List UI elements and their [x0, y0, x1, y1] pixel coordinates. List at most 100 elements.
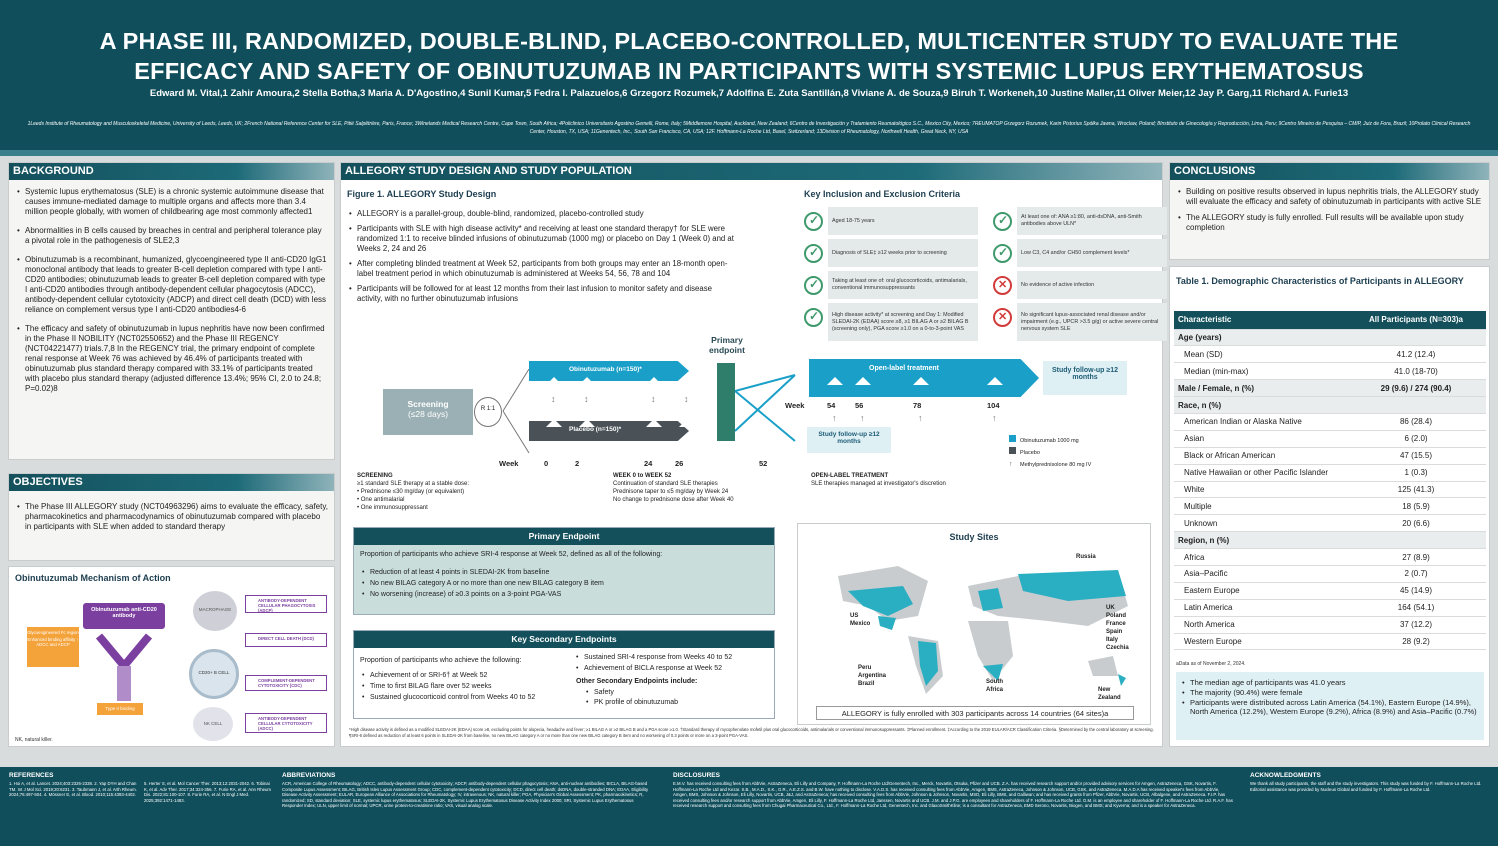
week-label-1: Week [499, 459, 519, 468]
list-item: Reduction of at least 4 points in SLEDAI… [362, 568, 768, 577]
check-icon [804, 276, 823, 295]
week-tick: 26 [675, 459, 684, 468]
check-icon [804, 308, 823, 327]
check-icon [993, 244, 1012, 263]
criterion-item: No evidence of active infection [1017, 271, 1167, 299]
demographics-section: Table 1. Demographic Characteristics of … [1169, 266, 1490, 747]
randomization-circle: R 1:1 [474, 397, 502, 427]
primary-endpoint-heading: Primary Endpoint [354, 528, 774, 545]
screening-box: Screening(≤28 days) [383, 389, 473, 435]
steroid-marker: ↕ [684, 394, 689, 404]
row-value: 164 (54.1) [1346, 599, 1486, 617]
poster-footer: REFERENCES 1. Hoi A, et al. Lancet. 2024… [0, 767, 1498, 846]
criterion-item: Low C3, C4 and/or CH50 complement levels… [1017, 239, 1167, 267]
row-value [1346, 396, 1486, 414]
list-item: The efficacy and safety of obinutuzumab … [17, 324, 328, 394]
steroid-marker: ↑ [918, 413, 923, 423]
row-label: Unknown [1174, 514, 1346, 533]
table-footnote: aData as of November 2, 2024. [1176, 661, 1246, 667]
secondary-heading: Key Secondary Endpoints [354, 631, 774, 648]
check-icon [993, 212, 1012, 231]
steroid-marker: ↑ [992, 413, 997, 423]
acknowledgments-text: We thank all study participants, the sta… [1250, 781, 1482, 792]
table-row: Native Hawaiian or other Pacific Islande… [1174, 464, 1486, 482]
list-item: Participants will be followed for at lea… [349, 284, 739, 304]
table-row: Race, n (%) [1174, 396, 1486, 414]
row-value: 28 (9.2) [1346, 633, 1486, 651]
table-summary: The median age of participants was 41.0 … [1176, 672, 1484, 740]
objectives-text: The Phase III ALLEGORY study (NCT0496329… [17, 502, 328, 532]
bcell-icon: CD20+ B CELL [189, 649, 239, 699]
dcd-label: DIRECT CELL DEATH (DCD) [245, 633, 327, 647]
row-value: 45 (14.9) [1346, 582, 1486, 600]
week-tick: 0 [544, 459, 549, 468]
criterion-item: Taking at least one of: oral glucocortic… [828, 271, 978, 299]
infusion-marker [827, 377, 843, 385]
authors: Edward M. Vital,1 Zahir Amoura,2 Stella … [149, 88, 1349, 99]
row-label: Africa [1174, 548, 1346, 566]
list-item: Abnormalities in B cells caused by breac… [17, 226, 328, 246]
secondary-intro: Proportion of participants who achieve t… [360, 657, 522, 664]
steroid-marker: ↑ [860, 413, 865, 423]
followup-box-1: Study follow-up ≥12 months [1043, 361, 1127, 395]
disclosures-heading: DISCLOSURES [673, 772, 720, 779]
secondary-endpoints-box: Key Secondary Endpoints Proportion of pa… [353, 630, 775, 719]
week-tick: 2 [575, 459, 580, 468]
adcc-label: ANTIBODY-DEPENDENT CELLULAR CYTOTOXICITY… [245, 713, 327, 733]
column-header: Characteristic [1174, 311, 1346, 330]
steroid-marker: ↕ [551, 394, 556, 404]
design-footnote: *High disease activity is defined as a m… [349, 727, 1154, 738]
week-label-2: Week [785, 401, 805, 410]
acknowledgments-heading: ACKNOWLEDGMENTS [1250, 772, 1321, 779]
abbreviations-heading: ABBREVIATIONS [282, 772, 336, 779]
adcp-label: ANTIBODY-DEPENDENT CELLULAR PHAGOCYTOSIS… [245, 595, 327, 613]
list-item: No worsening (increase) of ≥0.3 points o… [362, 590, 768, 599]
header-strip [0, 150, 1498, 156]
design-heading: ALLEGORY STUDY DESIGN AND STUDY POPULATI… [341, 163, 1162, 180]
list-item: ALLEGORY is a parallel-group, double-bli… [349, 209, 739, 219]
row-value: 29 (9.6) / 274 (90.4) [1346, 379, 1486, 398]
row-value: 27 (8.9) [1346, 548, 1486, 566]
list-item: Time to first BILAG flare over 52 weeks [362, 682, 562, 691]
openlabel-arrows [735, 374, 796, 442]
infusion-marker [913, 377, 929, 385]
drug-label: Obinutuzumab anti-CD20 antibody [83, 603, 165, 629]
site-label: New Zealand [1098, 687, 1121, 701]
row-label: Black or African American [1174, 447, 1346, 465]
row-value: 86 (28.4) [1346, 413, 1486, 431]
table-row: Median (min-max)41.0 (18-70) [1174, 362, 1486, 381]
nkcell-icon: NK CELL [193, 707, 233, 741]
criterion-item: At least one of: ANA ≥1:80, anti-dsDNA, … [1017, 207, 1167, 235]
infusion-marker [546, 419, 562, 427]
row-label: American Indian or Alaska Native [1174, 413, 1346, 431]
table-row: Region, n (%) [1174, 531, 1486, 550]
steroid-marker: ↑ [832, 413, 837, 423]
mechanism-section: Obinutuzumab Mechanism of Action Obinutu… [8, 566, 335, 747]
list-item: PK profile of obinutuzumab [586, 698, 766, 707]
row-label: White [1174, 481, 1346, 499]
list-item: Achievement of BICLA response at Week 52 [576, 664, 766, 673]
list-item: Sustained SRI-4 response from Weeks 40 t… [576, 653, 766, 662]
row-value: 2 (0.7) [1346, 565, 1486, 583]
list-item: Systemic lupus erythematosus (SLE) is a … [17, 187, 328, 217]
randomization-arrows [502, 368, 530, 454]
cross-icon [993, 308, 1012, 327]
week-tick: 56 [855, 401, 864, 410]
infusion-marker [679, 419, 695, 427]
row-label: Eastern Europe [1174, 582, 1346, 600]
row-value: 47 (15.5) [1346, 447, 1486, 465]
week-tick: 54 [827, 401, 836, 410]
primary-endpoint-label: Primary endpoint [709, 335, 745, 355]
row-value: 41.0 (18-70) [1346, 362, 1486, 381]
infusion-marker [855, 377, 871, 385]
